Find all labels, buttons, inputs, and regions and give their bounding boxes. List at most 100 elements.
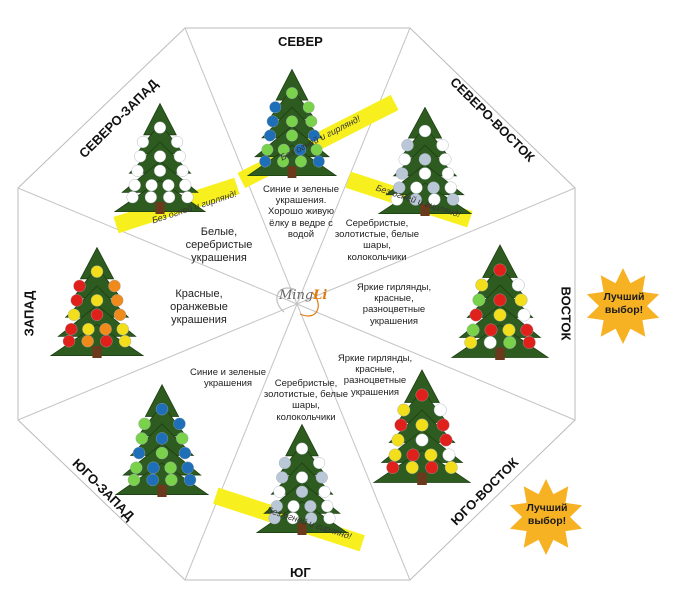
tree-ornament [409,193,422,206]
tree-ornament [145,179,158,192]
spoke-line [184,27,298,305]
tree-north [246,68,338,178]
tree-trunk [92,346,102,358]
tree-ornament [522,336,536,349]
tree-ornament [134,150,147,163]
tree-ornament [162,179,175,192]
tree-ornament [415,418,429,432]
tree-ornament [442,448,456,462]
tree-ornament [269,101,282,114]
tree-ornament [444,461,458,474]
tree-ornament [181,461,194,474]
tree-ornament [483,336,497,349]
tree-ornament [502,323,516,337]
tree-ornament [173,417,186,430]
direction-west: ЗАПАД [21,290,37,337]
tree-ornament [415,388,429,402]
tree-ornament [286,512,299,525]
tree-ornament [108,279,121,293]
tree-ornament [469,308,483,322]
tree-ornament [295,442,309,455]
tree-ornament [99,323,112,336]
tree-ornament [73,279,86,293]
tree-ornament [153,150,167,163]
tree-ornament [128,179,141,192]
tree-ornament [427,181,440,194]
tree-ornament [308,129,320,142]
tree-ornament [405,461,419,474]
tree-ornament [276,471,289,484]
sector-east-text: Яркие гирлянды, красные, разноцветные ук… [356,282,432,327]
tree-ornament [183,473,197,487]
tree-ornament [273,485,286,498]
spoke-line [296,187,576,305]
tree-ornament [393,181,406,194]
tree-ornament [127,473,141,487]
tree-ornament [70,294,83,307]
tree-ornament [278,456,291,470]
tree-ornament [433,403,447,417]
spoke-line [296,303,411,581]
tree-ornament [323,512,336,525]
tree-ornament [391,433,405,447]
christmas-trees [49,68,550,535]
tree-ornament [270,500,283,513]
tree-ornament [155,446,169,460]
logo-part-ming: Ming [279,288,314,303]
star-southeast [509,479,583,555]
logo-mark [276,287,319,317]
tree-ornament [305,115,318,128]
tree-trunk [495,347,505,360]
tree-ornament [315,471,328,484]
tree-ornament [305,512,318,525]
tree-ornament [277,143,290,156]
tree-east [450,244,550,360]
tree-ornament [394,418,408,432]
tree-ornament [118,335,132,348]
tree-ornament [259,155,272,168]
star-east [586,268,660,344]
tree-ornament [436,139,449,152]
tree-ornament [111,294,124,307]
tree-ornament [100,335,113,348]
tree-ornament [520,323,534,337]
tree-ornament [136,135,149,149]
tree-ornament [464,336,478,349]
tree-trunk [417,472,427,485]
direction-east: ВОСТОК [558,286,574,341]
tree-ornament [493,293,507,307]
tree-ornament [116,323,129,336]
tree-trunk [287,166,297,178]
tree-ornament [82,323,95,336]
tree-ornament [517,308,531,322]
tree-northwest [113,102,207,214]
tree-ornament [321,500,334,513]
tree-ornament [472,293,486,307]
tree-ornament [439,433,453,447]
tree-ornament [397,403,411,417]
tree-ornament [90,265,104,278]
tree-ornament [135,432,148,445]
tree-ornament [132,446,146,460]
best-choice-east: Лучший выбор! [603,291,645,316]
tree-ornament [441,167,455,180]
tree-ornament [62,335,76,348]
tree-ornament [153,164,167,177]
tree-ornament [418,167,432,180]
tree-ornament [484,323,498,337]
tree-ornament [312,155,325,168]
spoke-line [184,303,298,581]
tree-ornament [286,115,298,128]
sector-southeast-text: Яркие гирлянды, красные, разноцветные ук… [337,353,413,398]
tree-ornament [511,278,525,292]
tree-ornament [286,87,298,99]
tree-ornament [171,135,184,149]
tree-ornament [295,471,309,484]
tree-ornament [295,155,307,168]
tree-ornament [155,432,169,445]
tree-ornament [388,448,402,462]
tree-ornament [493,263,507,277]
tree-ornament [266,115,279,128]
